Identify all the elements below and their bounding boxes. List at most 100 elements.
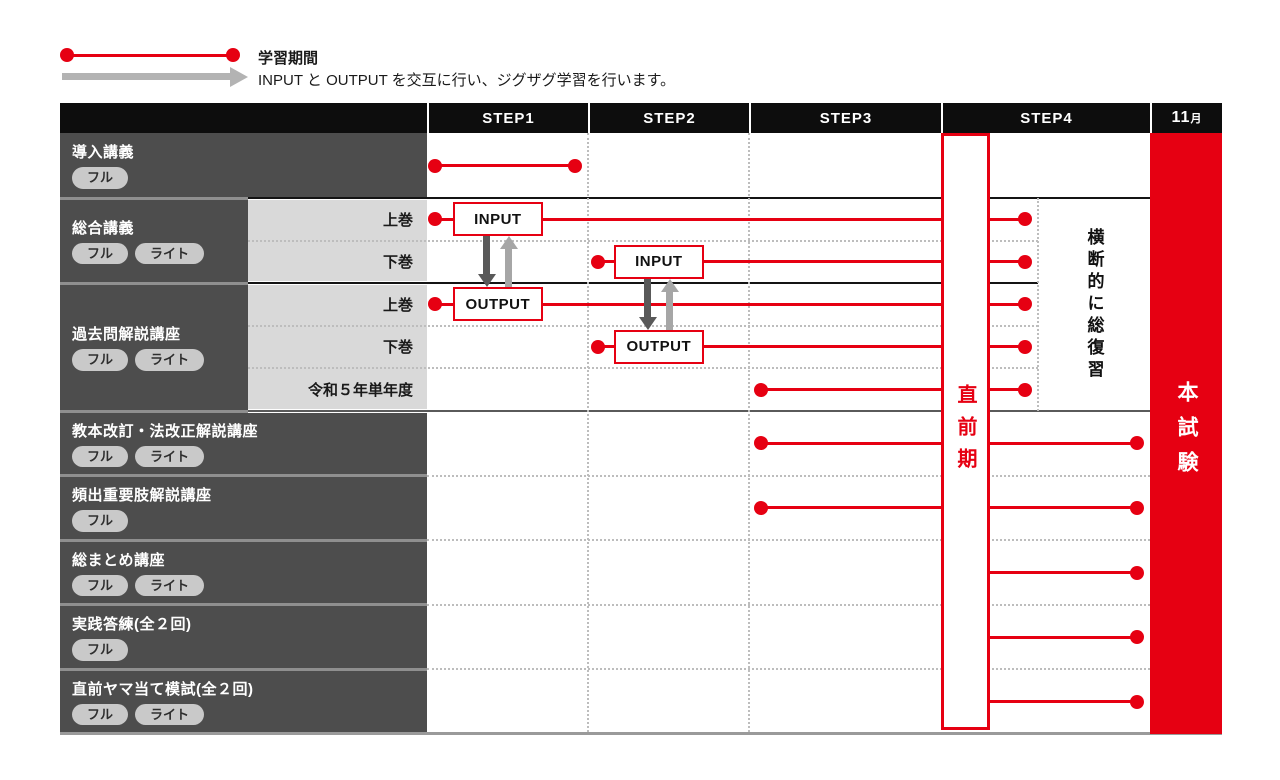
legend-period-line (65, 53, 233, 57)
study-period-line (597, 345, 943, 349)
course-title: 総合講義 (72, 219, 135, 237)
pre-exam-period-box: 直前期 (941, 133, 990, 730)
course-label-1: 導入講義フル (60, 133, 427, 197)
study-period-start-dot (428, 158, 443, 173)
legend-zigzag-label: INPUT と OUTPUT を交互に行い、ジグザグ学習を行います。 (258, 72, 676, 89)
study-period-line (989, 571, 1138, 574)
course-label-4: 教本改訂・法改正解説講座フルライト (60, 412, 427, 475)
badge-row: フルライト (72, 349, 205, 371)
study-period-line (988, 388, 1025, 391)
badge-row: フルライト (72, 574, 205, 597)
header-month-text: 月 (1190, 113, 1203, 125)
column-separator-dotted (587, 133, 589, 732)
course-title: 過去問解説講座 (72, 326, 181, 344)
study-period-line (988, 345, 1025, 349)
arrow-part (499, 236, 518, 250)
plan-badge: ライト (135, 242, 205, 265)
row-separator-dotted (427, 668, 1150, 671)
study-period-start-dot (590, 339, 605, 354)
study-period-end-dot (1017, 254, 1032, 269)
course-title: 直前ヤマ当て模試(全２回) (72, 680, 254, 698)
sub-label: 上巻 (382, 296, 413, 314)
study-period-line (989, 635, 1138, 639)
group-boundary-line (248, 197, 1150, 199)
label-group-separator (60, 281, 248, 285)
column-separator-dotted (1037, 198, 1039, 411)
input-box: INPUT (613, 244, 704, 279)
study-period-line (435, 164, 576, 167)
group-boundary-line (248, 282, 1038, 284)
study-period-end-dot (1017, 382, 1032, 397)
arrow-part (660, 278, 679, 292)
header-corner-cell (60, 103, 427, 133)
pre-exam-period-label: 直前期 (954, 383, 976, 480)
study-period-line (988, 217, 1025, 221)
study-period-end-dot (1017, 212, 1032, 227)
header-month-text: 11 (1171, 109, 1191, 126)
course-label-8: 直前ヤマ当て模試(全２回) フルライト (60, 670, 427, 732)
study-period-start-dot (428, 297, 443, 312)
header-column-STEP2: STEP2 (588, 103, 749, 133)
course-title: 総まとめ講座 (72, 551, 166, 569)
legend: 学習期間 INPUT と OUTPUT を交互に行い、ジグザグ学習を行います。 (0, 0, 1280, 100)
plan-badge: フル (72, 349, 129, 371)
cross-review-label: 横断的に総復習 (1084, 227, 1104, 382)
legend-period-label: 学習期間 (258, 50, 319, 67)
study-period-end-dot (1130, 436, 1145, 451)
label-group-separator (60, 196, 248, 200)
row-separator-dotted (427, 539, 1150, 542)
legend-period-end-dot (226, 48, 240, 62)
exam-column: 本試験 (1150, 133, 1222, 734)
course-title: 教本改訂・法改正解説講座 (72, 422, 259, 440)
study-period-line (988, 441, 1138, 445)
arrow-part (483, 236, 491, 276)
arrow-part (638, 316, 657, 330)
plan-badge: フル (72, 445, 129, 468)
course-label-5: 頻出重要肢解説講座フル (60, 477, 427, 539)
plan-badge: ライト (135, 703, 205, 726)
arrow-part (477, 274, 496, 288)
badge-row: フル (72, 510, 129, 532)
sub-label: 下巻 (382, 254, 413, 272)
plan-badge: ライト (135, 574, 205, 597)
study-period-line (760, 388, 943, 391)
zigzag-up-arrow (499, 236, 518, 288)
study-period-end-dot (1017, 339, 1032, 354)
row-separator-dotted (248, 367, 1038, 369)
study-period-line (988, 302, 1025, 306)
header-column-STEP3: STEP3 (749, 103, 941, 133)
group-boundary-line (248, 410, 1150, 412)
study-period-start-dot (753, 436, 768, 451)
badge-row: フルライト (72, 445, 205, 468)
study-period-end-dot (1017, 297, 1032, 312)
plan-badge: ライト (135, 445, 205, 468)
study-period-end-dot (1130, 565, 1145, 580)
study-period-line (989, 700, 1138, 704)
row-separator-dotted (427, 603, 1150, 606)
course-title: 頻出重要肢解説講座 (72, 487, 212, 505)
header-column-STEP4: STEP4 (941, 103, 1150, 133)
row-separator-dotted (427, 474, 1150, 477)
badge-row: フルライト (72, 703, 205, 726)
input-box: INPUT (452, 202, 543, 237)
label-group-separator (60, 474, 427, 478)
course-label-6: 総まとめ講座フルライト (60, 541, 427, 604)
label-group-separator (60, 667, 427, 671)
study-period-line (597, 260, 943, 264)
arrow-part (666, 290, 674, 330)
study-period-end-dot (568, 158, 583, 173)
plan-badge: フル (72, 639, 129, 661)
output-box: OUTPUT (613, 329, 704, 364)
zigzag-down-arrow (477, 236, 496, 288)
study-period-line (435, 217, 943, 221)
course-label-3: 過去問解説講座フルライト (60, 284, 248, 410)
study-period-start-dot (753, 500, 768, 515)
header-column-STEP1: STEP1 (427, 103, 588, 133)
label-group-separator (60, 603, 427, 607)
study-period-line (760, 441, 943, 445)
table-bottom-border (60, 732, 1222, 735)
study-period-end-dot (1130, 694, 1145, 709)
exam-label: 本試験 (1175, 381, 1198, 486)
